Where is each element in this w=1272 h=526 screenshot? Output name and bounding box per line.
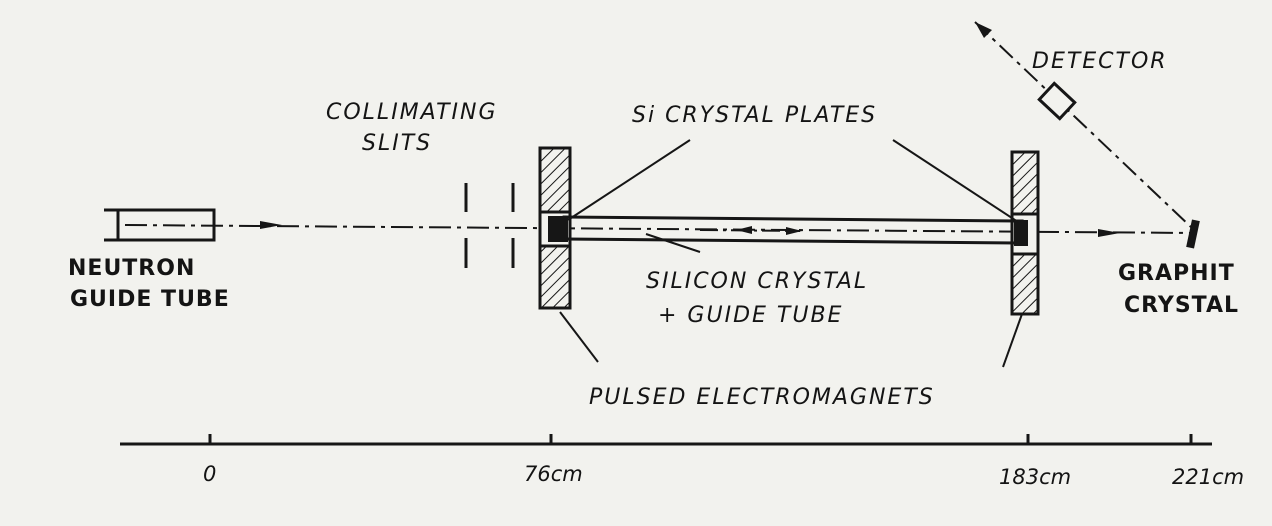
- detector-arrow: [975, 22, 992, 38]
- label-guide-tube: GUIDE TUBE: [70, 287, 230, 312]
- silicon-crystal-guide-tube: [562, 215, 1024, 245]
- graphit-crystal: [1186, 219, 1200, 249]
- tick-label-76: 76cm: [524, 462, 583, 486]
- beam-arrow-1: [260, 221, 282, 229]
- tick-label-0: 0: [203, 462, 216, 486]
- leader-lines: [559, 139, 1023, 368]
- label-si-crystal-plates: Si CRYSTAL PLATES: [632, 103, 877, 128]
- label-pulsed-electromagnets: PULSED ELECTROMAGNETS: [589, 385, 935, 410]
- label-graphit: GRAPHIT: [1118, 261, 1235, 286]
- label-detector: DETECTOR: [1032, 49, 1168, 74]
- collimating-slits: [464, 183, 515, 268]
- scale-bar: [120, 434, 1212, 446]
- detector-arm: [974, 21, 1193, 229]
- label-collimating: COLLIMATING: [326, 100, 498, 125]
- neutron-guide-tube: [104, 208, 216, 242]
- label-neutron: NEUTRON: [68, 256, 195, 281]
- right-electromagnet: [1010, 150, 1040, 316]
- detector-box: [1037, 81, 1077, 121]
- beam-arrow-2: [1098, 229, 1120, 237]
- label-slits: SLITS: [362, 131, 432, 156]
- label-silicon-crystal: SILICON CRYSTAL: [646, 269, 868, 294]
- label-crystal: CRYSTAL: [1124, 293, 1239, 318]
- tick-label-221: 221cm: [1172, 465, 1244, 489]
- tick-label-183: 183cm: [999, 465, 1071, 489]
- label-guide-tube-2: + GUIDE TUBE: [658, 303, 843, 328]
